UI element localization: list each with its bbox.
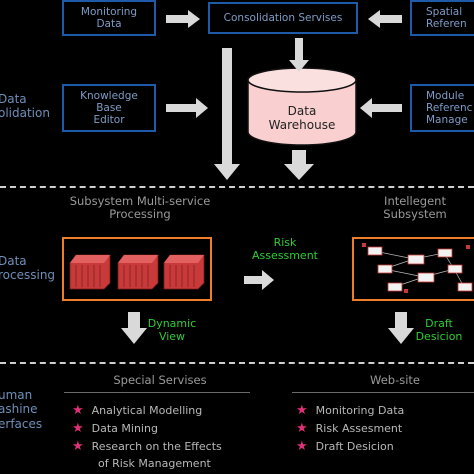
side-label-hmi: uman ashine erfaces (0, 388, 42, 431)
consolidation-label: Consolidation Servises (223, 11, 343, 24)
special-services-title: Special Servises (90, 373, 230, 387)
top-arrows-layer (166, 10, 402, 180)
website-title: Web-site (350, 373, 440, 387)
arrow-down-icon (284, 150, 314, 180)
intelligent-title-line-2: Subsystem (383, 207, 447, 222)
spatial-reference-box: Spatial Referen (410, 0, 474, 36)
dynamic-line-2: View (158, 329, 186, 343)
side-label-consolidation: Data olidation (0, 92, 50, 121)
arrow-right-icon (244, 270, 274, 290)
special-title-text: Special Servises (113, 373, 207, 387)
draft-line-2: Desicion (415, 329, 463, 343)
containers-illustration (69, 254, 205, 290)
star-icon: ★ (296, 421, 308, 436)
star-icon: ★ (296, 403, 308, 418)
side-processing-line-1: Data (0, 254, 27, 268)
knowledge-line-3: Editor (93, 114, 125, 127)
special-item-1-text: Analytical Modelling (91, 404, 203, 417)
section-divider-2 (0, 362, 474, 364)
website-item-1: ★ Monitoring Data (296, 403, 404, 418)
knowledge-base-editor-box: Knowledge Base Editor (62, 84, 156, 132)
special-underline (64, 392, 250, 393)
warehouse-line-2: Warehouse (268, 118, 336, 133)
website-title-text: Web-site (370, 373, 420, 387)
monitoring-line-1: Monitoring (80, 5, 138, 18)
subsystem-processing-title: Subsystem Multi-service Processing (50, 194, 230, 222)
side-consolidation-line-1: Data (0, 92, 27, 106)
arrow-right-icon (166, 98, 208, 118)
special-item-3-continuation: of Risk Management (98, 457, 211, 470)
middle-down-arrows (121, 312, 414, 344)
special-item-3-text: Research on the Effects (91, 440, 222, 453)
side-consolidation-line-2: olidation (0, 106, 50, 121)
spatial-line-1: Spatial (426, 5, 463, 18)
special-item-2-text: Data Mining (91, 422, 158, 435)
intelligent-title-line-1: Intellegent (384, 194, 446, 208)
containers-box (62, 237, 212, 301)
side-hmi-line-2: ashine (0, 402, 38, 417)
network-schema-illustration (362, 243, 473, 293)
module-line-3: Manage (426, 114, 468, 127)
dynamic-line-1: Dynamic (147, 317, 197, 330)
website-item-2: ★ Risk Assesment (296, 421, 402, 436)
dynamic-view-label: Dynamic View (146, 317, 198, 343)
module-line-2: Referenc (426, 101, 473, 114)
special-item-3: ★ Research on the Effects (72, 439, 222, 454)
monitoring-data-box: Monitoring Data (62, 0, 156, 36)
draft-decision-label: Draft Desicion (413, 317, 465, 343)
arrow-right-icon (166, 10, 200, 28)
warehouse-line-1: Data (287, 104, 317, 118)
intelligent-subsystem-title: Intellegent Subsystem (370, 194, 460, 222)
website-item-1-text: Monitoring Data (315, 404, 405, 417)
intelligent-subsystem-box (352, 237, 474, 301)
website-item-2-text: Risk Assesment (315, 422, 403, 435)
star-icon: ★ (72, 439, 84, 454)
website-item-3: ★ Draft Desicion (296, 439, 394, 454)
draft-line-1: Draft (425, 317, 453, 330)
knowledge-line-1: Knowledge (80, 89, 138, 102)
data-warehouse-cylinder (247, 67, 357, 146)
monitoring-line-2: Data (96, 18, 122, 30)
side-label-processing: Data rocessing (0, 254, 55, 283)
special-item-2: ★ Data Mining (72, 421, 158, 436)
module-reference-management-box: Module Referenc Manage (410, 84, 474, 132)
subsystem-title-line-2: Processing (109, 207, 171, 222)
section-divider-1 (0, 186, 474, 188)
side-hmi-line-3: erfaces (0, 416, 43, 431)
module-line-1: Module (426, 89, 465, 102)
spatial-line-2: Referen (426, 18, 467, 30)
risk-assessment-label: Risk Assessment (240, 236, 330, 262)
arrow-left-icon (360, 98, 402, 118)
side-hmi-line-1: uman (0, 388, 33, 402)
arrow-left-icon (368, 10, 402, 28)
arrow-down-icon (214, 48, 240, 180)
star-icon: ★ (72, 421, 84, 436)
risk-line-1: Risk (273, 236, 297, 249)
consolidation-services-box: Consolidation Servises (208, 2, 358, 34)
website-item-3-text: Draft Desicion (315, 440, 394, 453)
risk-line-2: Assessment (252, 248, 318, 262)
knowledge-line-2: Base (96, 101, 122, 114)
arrow-down-icon (121, 312, 147, 344)
warehouse-label: Data Warehouse (246, 104, 358, 133)
arrow-down-icon (388, 312, 414, 344)
arrow-down-icon (289, 38, 309, 72)
star-icon: ★ (296, 439, 308, 454)
risk-arrow-layer (244, 270, 274, 290)
subsystem-title-line-1: Subsystem Multi-service (69, 194, 211, 208)
side-processing-line-2: rocessing (0, 268, 56, 283)
special-item-1: ★ Analytical Modelling (72, 403, 202, 418)
star-icon: ★ (72, 403, 84, 418)
website-underline (292, 392, 474, 393)
